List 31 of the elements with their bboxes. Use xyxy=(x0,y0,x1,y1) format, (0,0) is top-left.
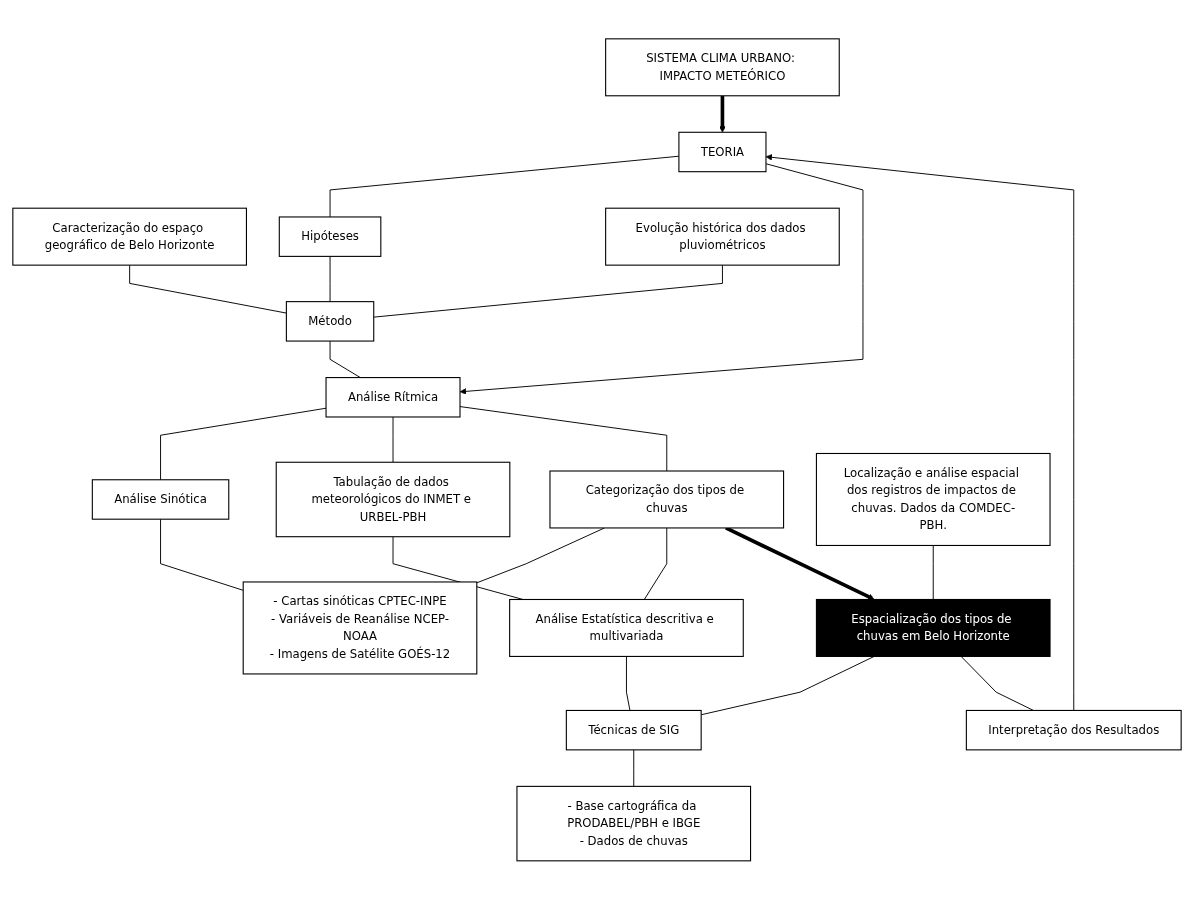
node-box xyxy=(12,207,247,266)
connector xyxy=(160,518,244,591)
node-box xyxy=(678,131,767,173)
node-box xyxy=(549,470,785,529)
node-box xyxy=(965,710,1182,751)
node-box xyxy=(278,216,382,258)
arrow xyxy=(719,95,726,133)
node-box xyxy=(815,599,1051,658)
connector xyxy=(643,527,668,601)
connector xyxy=(392,416,394,463)
node-box xyxy=(275,461,511,538)
connector xyxy=(129,264,287,314)
connector xyxy=(373,264,723,318)
node-box xyxy=(285,301,375,342)
node-box xyxy=(325,377,461,418)
connector xyxy=(329,256,331,303)
node-box xyxy=(605,207,840,266)
connector xyxy=(329,340,361,379)
connector xyxy=(932,545,934,601)
connector xyxy=(960,656,1034,712)
node-box xyxy=(509,599,744,658)
node-box xyxy=(815,453,1051,547)
connector xyxy=(633,749,635,787)
node-box xyxy=(91,479,230,520)
connector xyxy=(625,656,631,712)
node-box xyxy=(605,38,840,97)
node-box xyxy=(565,710,702,751)
connector xyxy=(160,407,327,481)
node-box xyxy=(516,786,752,862)
flowchart-drawing: SISTEMA CLIMA URBANO: IMPACTO METEÓRICO TEORIA Caracterização do espaço geográfico de Belo Horizonte Hipóteses Evolução histórica dos dados pluviométricos Método Análise Sinótica Análise Rítmica Tabulação de dados meteorológicos do INMET e URBEL-PBH - Cartas sinóticas CPTEC-INPE - Variáveis de Reanálise NCEP-NOAA - Imagens de Satélite GOÉS-12 Categorização dos tipos de chuvas Análise Estatística descritiva e multivariada Espacialização dos tipos de chuvas em Belo Horizonte Técnicas de SIG Localização e análise espacial dos registros de impactos de chuvas. Dados da COMDEC-PBH. Interpretação dos Resultados - Base cartográfica da PRODABEL/PBH e IBGE - Dados de chuvas xyxy=(7,33,1187,867)
node-box xyxy=(242,581,478,675)
